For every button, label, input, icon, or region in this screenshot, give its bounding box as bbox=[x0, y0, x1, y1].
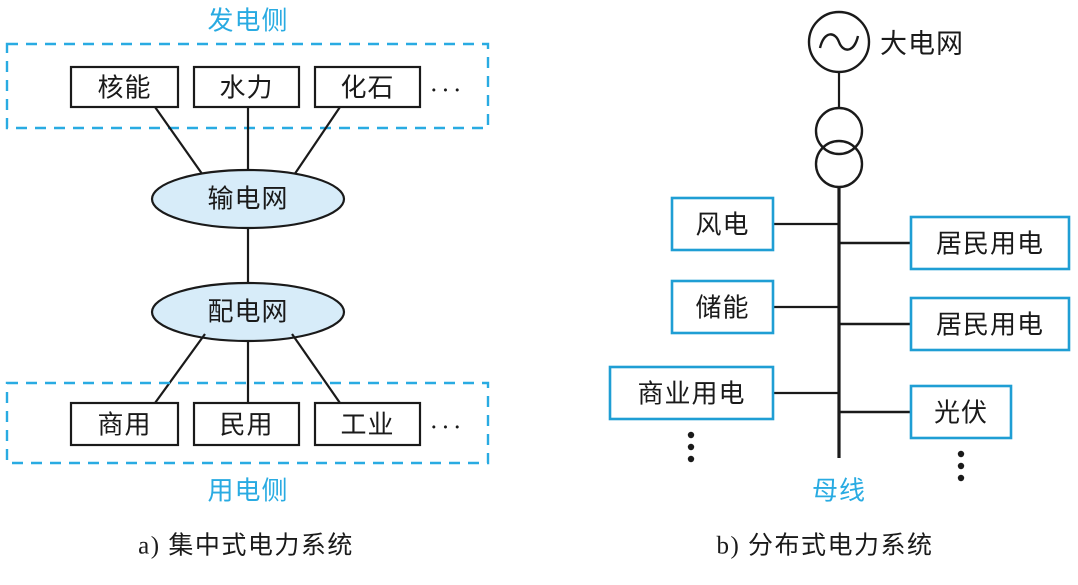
node-commercial-load-label: 商业用电 bbox=[637, 380, 745, 409]
left-dot-1 bbox=[687, 431, 695, 439]
left-dot-2 bbox=[687, 443, 695, 451]
node-residential-load-1[interactable]: 居民用电 bbox=[909, 215, 1071, 271]
left-dot-3 bbox=[687, 455, 695, 463]
panel-b-distributed: 大电网 母线 风电 bbox=[608, 10, 1071, 560]
node-commercial[interactable]: 商用 bbox=[69, 401, 180, 447]
node-commercial-load[interactable]: 商业用电 bbox=[608, 365, 775, 421]
node-fossil-label: 化石 bbox=[340, 74, 394, 103]
consumption-side-label: 用电侧 bbox=[207, 477, 288, 506]
node-nuclear[interactable]: 核能 bbox=[69, 65, 180, 109]
ac-source-icon bbox=[807, 10, 871, 74]
node-residential-load-2-label: 居民用电 bbox=[936, 311, 1044, 340]
node-energy-storage[interactable]: 储能 bbox=[670, 279, 775, 335]
node-industrial-label: 工业 bbox=[340, 411, 394, 440]
node-energy-storage-label: 储能 bbox=[695, 294, 749, 323]
generation-side-label: 发电侧 bbox=[207, 7, 288, 36]
panel-a-centralized: 发电侧 核能 水力 化石 ··· bbox=[5, 7, 490, 560]
right-vertical-dots-icon bbox=[957, 450, 965, 482]
node-hydro-label: 水力 bbox=[219, 74, 273, 103]
node-residential-load-2-rect bbox=[909, 296, 1071, 352]
node-commercial-load-rect bbox=[608, 365, 775, 421]
transformer-primary-circle bbox=[814, 106, 864, 156]
node-photovoltaic[interactable]: 光伏 bbox=[909, 384, 1013, 440]
node-residential-rect bbox=[192, 401, 301, 447]
node-photovoltaic-rect bbox=[909, 384, 1013, 440]
node-transmission-network[interactable]: 输电网 bbox=[150, 168, 346, 230]
node-residential-label: 民用 bbox=[219, 411, 273, 440]
node-wind-power[interactable]: 风电 bbox=[670, 196, 775, 252]
node-wind-power-label: 风电 bbox=[695, 211, 749, 240]
node-transmission-network-label: 输电网 bbox=[207, 185, 288, 214]
link-fossil-to-transmission bbox=[291, 106, 341, 179]
node-wind-power-rect bbox=[670, 196, 775, 252]
ac-source-sine-wave bbox=[818, 33, 860, 51]
link-distribution-to-commercial bbox=[154, 333, 206, 404]
consumption-side-group-border bbox=[5, 381, 490, 465]
node-fossil-rect bbox=[313, 65, 422, 109]
node-commercial-label: 商用 bbox=[97, 411, 151, 440]
panel-b-caption: b) 分布式电力系统 bbox=[716, 532, 933, 560]
node-hydro[interactable]: 水力 bbox=[192, 65, 301, 109]
node-hydro-rect bbox=[192, 65, 301, 109]
link-nuclear-to-transmission bbox=[154, 106, 206, 179]
panel-a-caption: a) 集中式电力系统 bbox=[138, 532, 354, 560]
node-residential-load-2[interactable]: 居民用电 bbox=[909, 296, 1071, 352]
node-fossil[interactable]: 化石 bbox=[313, 65, 422, 109]
node-residential-load-1-rect bbox=[909, 215, 1071, 271]
right-dot-1 bbox=[957, 450, 965, 458]
right-dot-2 bbox=[957, 462, 965, 470]
grid-label: 大电网 bbox=[880, 29, 964, 59]
transformer-secondary-circle bbox=[814, 139, 864, 189]
node-distribution-network-label: 配电网 bbox=[207, 298, 288, 327]
node-residential[interactable]: 民用 bbox=[192, 401, 301, 447]
node-photovoltaic-label: 光伏 bbox=[934, 399, 988, 428]
node-nuclear-label: 核能 bbox=[97, 74, 151, 103]
node-industrial-rect bbox=[313, 401, 422, 447]
node-distribution-network[interactable]: 配电网 bbox=[150, 281, 346, 343]
node-commercial-rect bbox=[69, 401, 180, 447]
link-distribution-to-industrial bbox=[291, 333, 341, 404]
node-nuclear-rect bbox=[69, 65, 180, 109]
right-dot-3 bbox=[957, 474, 965, 482]
node-energy-storage-rect bbox=[670, 279, 775, 335]
busbar-label: 母线 bbox=[812, 477, 866, 506]
left-vertical-dots-icon bbox=[687, 431, 695, 463]
node-residential-load-1-label: 居民用电 bbox=[936, 230, 1044, 259]
generation-ellipsis: ··· bbox=[430, 76, 465, 105]
node-industrial[interactable]: 工业 bbox=[313, 401, 422, 447]
consumption-ellipsis: ··· bbox=[430, 413, 465, 442]
two-winding-transformer-icon bbox=[814, 106, 864, 189]
